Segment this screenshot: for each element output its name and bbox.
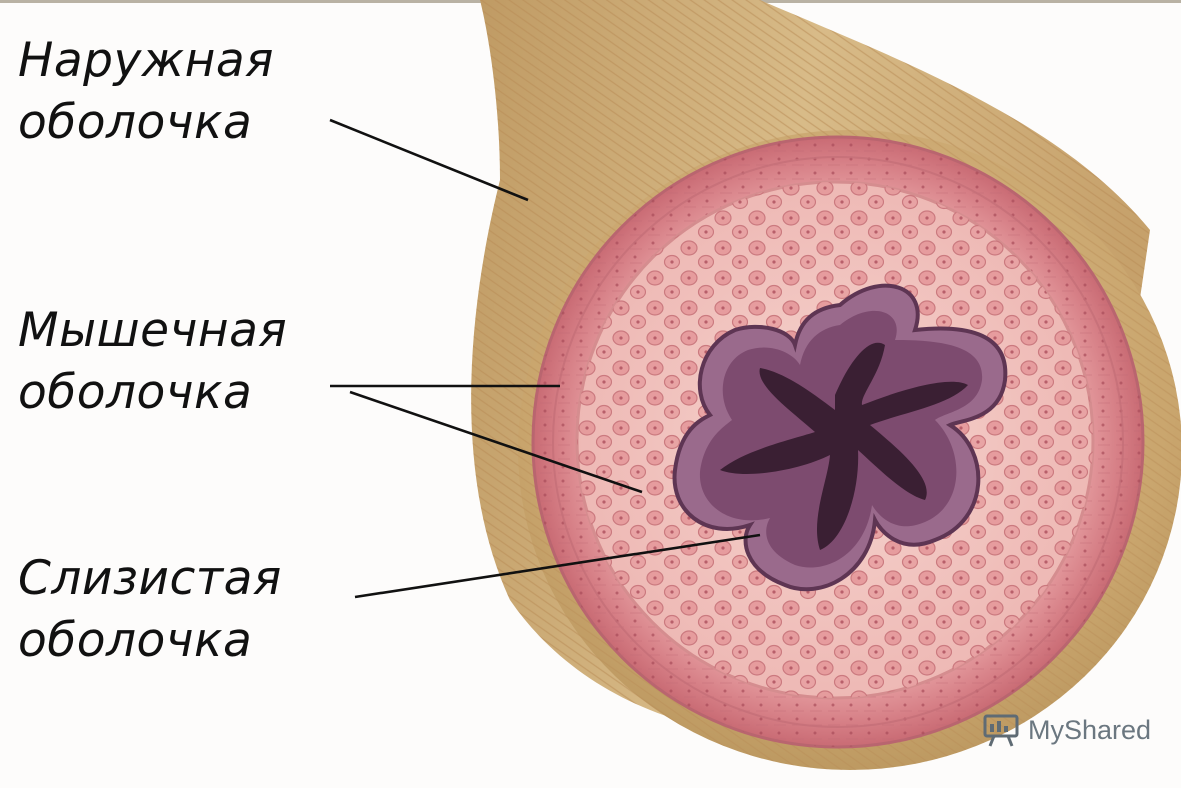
label-outer-line2: оболочка xyxy=(18,92,274,154)
label-outer-line1: Наружная xyxy=(18,30,274,92)
label-outer-sheath: Наружная оболочка xyxy=(18,30,274,154)
label-mucosa-layer: Слизистая оболочка xyxy=(18,548,282,672)
presentation-board-icon xyxy=(982,712,1020,748)
label-mucosa-line1: Слизистая xyxy=(18,548,282,610)
watermark: MyShared xyxy=(982,712,1151,748)
watermark-text: MyShared xyxy=(1028,715,1151,746)
pointer-outer xyxy=(330,120,528,200)
label-mucosa-line2: оболочка xyxy=(18,610,282,672)
label-muscle-layer: Мышечная оболочка xyxy=(18,300,287,424)
label-muscle-line2: оболочка xyxy=(18,362,287,424)
label-muscle-line1: Мышечная xyxy=(18,300,287,362)
